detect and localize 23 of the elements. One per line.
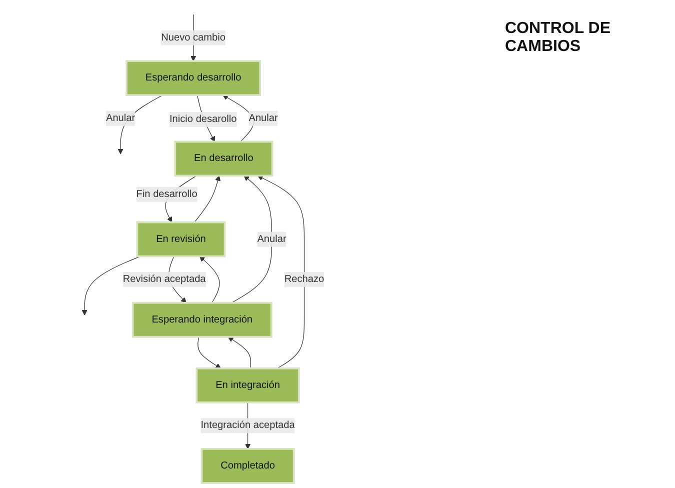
arrow bbox=[194, 175, 221, 223]
arrow bbox=[231, 175, 272, 304]
edge-label: Integración aceptada bbox=[200, 420, 295, 431]
node-box: En integración bbox=[196, 367, 300, 404]
arrow bbox=[228, 336, 252, 369]
node-box: En desarrollo bbox=[174, 140, 274, 177]
arrow bbox=[198, 336, 222, 369]
edge-label: Inicio desarollo bbox=[169, 114, 237, 124]
arrow bbox=[82, 256, 141, 316]
edge-label: Fin desarrollo bbox=[136, 188, 198, 200]
node-box: Completado bbox=[200, 448, 295, 484]
edge-label: Rechazo bbox=[284, 274, 324, 285]
edge-label: Revisión aceptada bbox=[122, 274, 206, 285]
arrow bbox=[257, 175, 305, 369]
diagram-title: CONTROL DE CAMBIOS bbox=[505, 20, 612, 56]
edge-label: Anular bbox=[106, 112, 136, 124]
node-box: Esperando integración bbox=[132, 302, 272, 338]
edge-label: Nuevo cambio bbox=[161, 32, 226, 43]
arrow bbox=[199, 256, 220, 304]
edge-label: Anular bbox=[248, 112, 278, 124]
node-box: Esperando desarrollo bbox=[126, 60, 262, 96]
edge-label: Anular bbox=[257, 234, 286, 244]
node-box: En revisión bbox=[136, 221, 226, 258]
